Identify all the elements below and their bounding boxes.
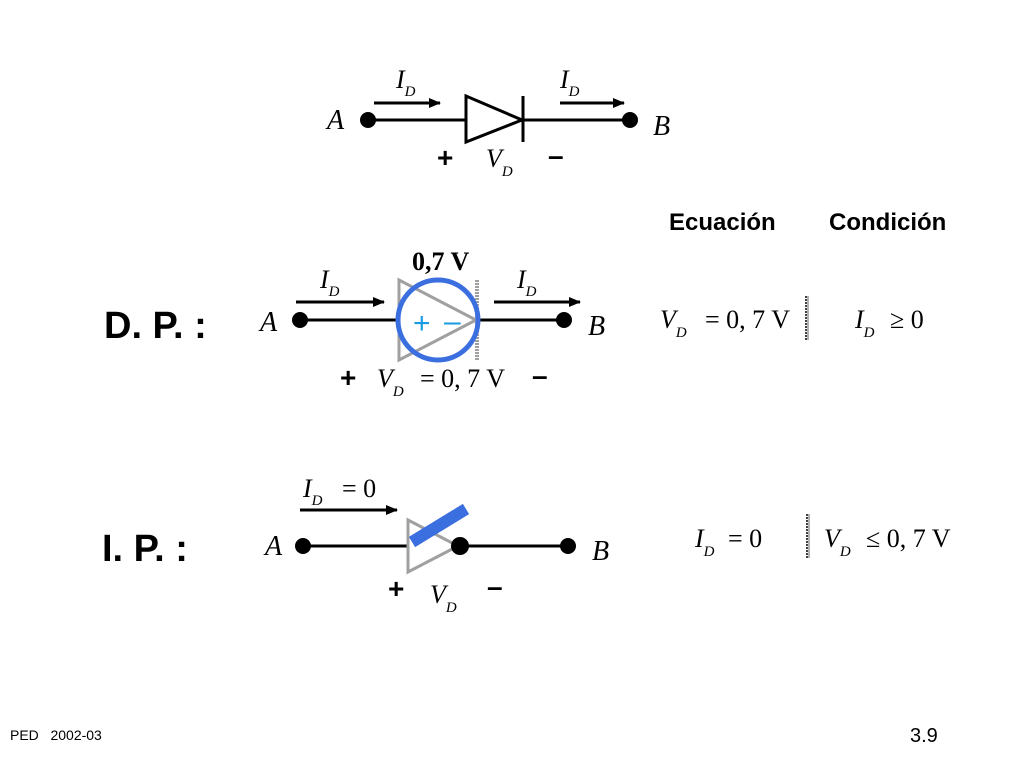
top-diode-diagram: ID ID A B + VD –	[325, 65, 670, 180]
dp-node-a-label: A	[258, 307, 278, 338]
source-minus-sign: –	[444, 305, 461, 338]
dp-equation-rhs: = 0, 7 V	[705, 305, 790, 334]
footer-course: PED 2002-03	[10, 727, 102, 743]
dp-condition-var: ID	[854, 305, 875, 341]
ip-switch-node-dot	[451, 537, 469, 555]
dp-label: D. P. :	[104, 305, 207, 347]
ip-node-a-dot	[295, 538, 311, 554]
dp-voltage-label: VD	[377, 364, 404, 400]
top-current-left-label: ID	[395, 65, 416, 100]
dp-equation-var: VD	[660, 305, 687, 341]
condition-header: Condición	[829, 209, 946, 236]
dp-voltage-minus: –	[532, 360, 548, 391]
dp-section: D. P. : + – 0,7 V ID ID A B + VD = 0, 7 …	[104, 247, 924, 400]
equation-header: Ecuación	[669, 209, 776, 236]
dp-node-b-dot	[556, 312, 572, 328]
page-number: 3.9	[910, 725, 938, 747]
voltage-source-circle-icon	[395, 277, 481, 363]
dp-node-a-dot	[292, 312, 308, 328]
source-value-label: 0,7 V	[412, 247, 470, 276]
ip-voltage-plus: +	[388, 573, 404, 604]
dp-current-left-label: ID	[319, 265, 340, 300]
ip-condition-var: VD	[824, 524, 851, 560]
node-b-dot	[622, 112, 638, 128]
ip-voltage-minus: –	[487, 571, 503, 602]
ip-current-equation: = 0	[342, 474, 376, 503]
ip-label: I. P. :	[102, 528, 188, 570]
node-a-dot	[360, 112, 376, 128]
dp-voltage-plus: +	[340, 362, 356, 393]
source-plus-sign: +	[413, 307, 431, 340]
ip-node-b-dot	[560, 538, 576, 554]
dp-voltage-equation: = 0, 7 V	[420, 364, 505, 393]
ip-node-a-label: A	[263, 531, 283, 562]
top-node-b-label: B	[653, 111, 670, 142]
open-switch-bar-icon	[408, 503, 470, 548]
top-voltage-label: VD	[486, 144, 513, 180]
ip-equation-var: ID	[694, 524, 715, 560]
ip-section: I. P. : ID = 0 A B + VD – ID = 0 VD ≤ 0,…	[102, 474, 951, 616]
top-voltage-plus: +	[437, 142, 453, 173]
top-current-right-label: ID	[559, 65, 580, 100]
ip-condition-rhs: ≤ 0, 7 V	[866, 524, 951, 553]
ip-equation-rhs: = 0	[728, 524, 762, 553]
top-voltage-minus: –	[548, 140, 564, 171]
ip-node-b-label: B	[592, 536, 609, 567]
dp-condition-rhs: ≥ 0	[890, 305, 924, 334]
ip-voltage-label: VD	[430, 580, 457, 616]
dp-current-right-label: ID	[516, 265, 537, 300]
diode-symbol-icon	[464, 93, 526, 145]
top-node-a-label: A	[325, 105, 345, 136]
dp-node-b-label: B	[588, 311, 605, 342]
ip-current-label: ID	[302, 474, 323, 509]
